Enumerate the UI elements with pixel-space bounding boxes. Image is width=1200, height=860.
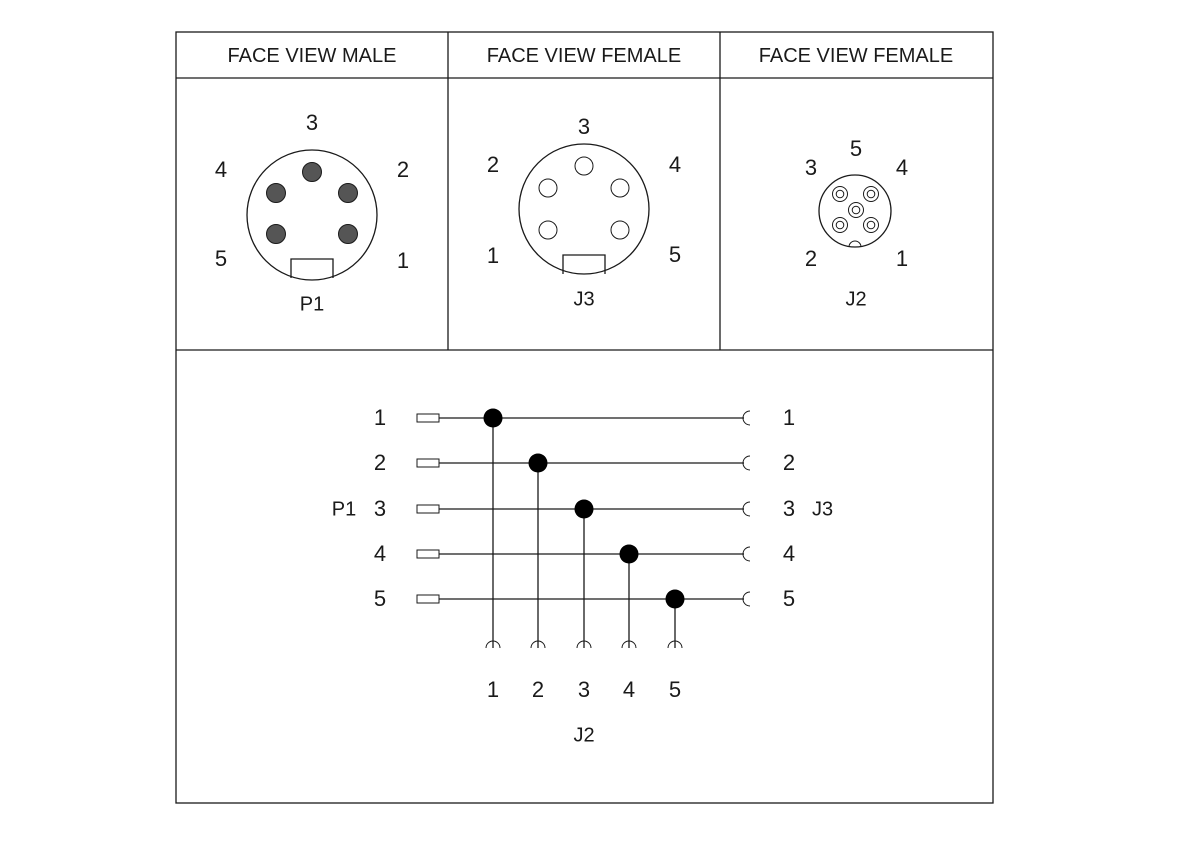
p1-pin-symbol-4 <box>416 549 440 559</box>
j2-wire-label-5: 5 <box>669 677 681 702</box>
p1-wire-label-1: 1 <box>374 405 386 430</box>
j2-face-view: 5 3 4 2 1 J2 <box>805 136 908 310</box>
j2-face-label: J2 <box>845 288 866 310</box>
j3-face-label: J3 <box>573 288 594 310</box>
j2-connector-name: J2 <box>573 724 594 746</box>
junction-dot-3 <box>574 499 594 519</box>
j3-socket-3 <box>574 156 594 176</box>
p1-key-notch <box>290 258 334 278</box>
j3-pin-label-1: 1 <box>487 243 499 268</box>
j2-socket-symbol-2 <box>530 640 546 649</box>
j2-socket-4 <box>863 186 879 202</box>
j3-connector-body <box>518 143 650 275</box>
j3-connector-name: J3 <box>812 498 833 520</box>
j3-wire-label-4: 4 <box>783 541 795 566</box>
j2-pin-label-1: 1 <box>896 246 908 271</box>
j2-socket-symbol-5 <box>667 640 683 649</box>
p1-face-view: 3 4 2 5 1 P1 <box>215 110 409 315</box>
junction-dot-2 <box>528 453 548 473</box>
p1-wire-label-2: 2 <box>374 450 386 475</box>
j2-pin-label-2: 2 <box>805 246 817 271</box>
p1-pin-symbol-1 <box>416 413 440 423</box>
j2-key-notch <box>848 240 862 248</box>
p1-pin-symbol-3 <box>416 504 440 514</box>
p1-wire-label-4: 4 <box>374 541 386 566</box>
p1-pin-symbol-2 <box>416 458 440 468</box>
p1-pin-label-3: 3 <box>306 110 318 135</box>
p1-pin-label-2: 2 <box>397 157 409 182</box>
j2-socket-symbol-4 <box>621 640 637 649</box>
p1-pin-2 <box>338 183 358 203</box>
j2-socket-2 <box>832 217 848 233</box>
wire-row-5: 5 5 <box>374 586 795 648</box>
j3-wire-label-1: 1 <box>783 405 795 430</box>
p1-wire-label-3: 3 <box>374 496 386 521</box>
j3-socket-5 <box>610 220 630 240</box>
j2-socket-3 <box>832 186 848 202</box>
p1-pin-3 <box>302 162 322 182</box>
junction-dot-5 <box>665 589 685 609</box>
wire-row-2: 2 2 <box>374 450 795 648</box>
j3-face-view: 3 2 4 1 5 J3 <box>487 114 681 310</box>
j3-socket-symbol-4 <box>742 546 751 562</box>
j2-socket-symbol-1 <box>485 640 501 649</box>
junction-dot-4 <box>619 544 639 564</box>
wire-row-4: 4 4 <box>374 541 795 648</box>
table-grid <box>175 31 994 804</box>
j2-wire-label-2: 2 <box>532 677 544 702</box>
j3-wire-label-3: 3 <box>783 496 795 521</box>
j2-socket-5 <box>848 202 864 218</box>
p1-pin-label-5: 5 <box>215 246 227 271</box>
wire-row-3: 3 3 <box>374 496 795 648</box>
j3-pin-label-5: 5 <box>669 242 681 267</box>
j3-socket-symbol-1 <box>742 410 751 426</box>
wiring-schematic: 1 1 2 2 3 3 4 <box>332 405 833 746</box>
header-face-view-male: FACE VIEW MALE <box>228 45 397 67</box>
j2-socket-1 <box>863 217 879 233</box>
j2-connector-body <box>818 174 892 248</box>
j3-socket-2 <box>538 178 558 198</box>
j3-pin-label-3: 3 <box>578 114 590 139</box>
j3-pin-label-2: 2 <box>487 152 499 177</box>
header-face-view-female-j3: FACE VIEW FEMALE <box>487 45 681 67</box>
p1-connector-body <box>246 149 378 281</box>
j2-pin-label-4: 4 <box>896 155 908 180</box>
j2-wire-label-4: 4 <box>623 677 635 702</box>
p1-pin-label-1: 1 <box>397 248 409 273</box>
p1-face-label: P1 <box>300 293 324 315</box>
j3-socket-1 <box>538 220 558 240</box>
p1-pin-4 <box>266 183 286 203</box>
j2-socket-symbol-3 <box>576 640 592 649</box>
j3-wire-label-5: 5 <box>783 586 795 611</box>
j3-key-notch <box>562 254 606 274</box>
j3-socket-4 <box>610 178 630 198</box>
p1-connector-name: P1 <box>332 498 356 520</box>
j3-socket-symbol-3 <box>742 501 751 517</box>
j3-socket-symbol-2 <box>742 455 751 471</box>
p1-pin-symbol-5 <box>416 594 440 604</box>
j3-socket-symbol-5 <box>742 591 751 607</box>
j2-pin-label-3: 3 <box>805 155 817 180</box>
p1-pin-label-4: 4 <box>215 157 227 182</box>
junction-dot-1 <box>483 408 503 428</box>
j3-pin-label-4: 4 <box>669 152 681 177</box>
header-face-view-female-j2: FACE VIEW FEMALE <box>759 45 953 67</box>
p1-pin-1 <box>338 224 358 244</box>
j2-pin-label-5: 5 <box>850 136 862 161</box>
j2-wire-label-1: 1 <box>487 677 499 702</box>
j2-wire-label-3: 3 <box>578 677 590 702</box>
p1-pin-5 <box>266 224 286 244</box>
p1-wire-label-5: 5 <box>374 586 386 611</box>
wire-row-1: 1 1 <box>374 405 795 648</box>
j3-wire-label-2: 2 <box>783 450 795 475</box>
